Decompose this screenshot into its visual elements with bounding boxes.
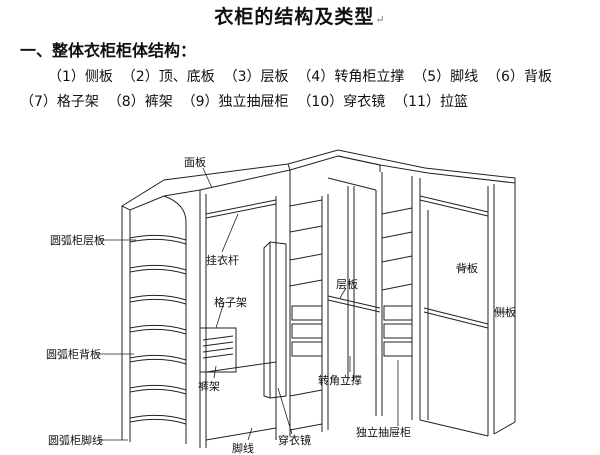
corner-right-side <box>375 172 383 416</box>
label-arc-shelf: 圆弧柜层板 <box>50 233 105 247</box>
arc-unit-front-edge <box>163 195 187 444</box>
label-shelf: 层板 <box>336 277 358 291</box>
drawer-2 <box>291 323 323 339</box>
leader-plinth <box>247 427 253 441</box>
middle-bottom-shelves <box>289 389 323 431</box>
corner-top-edges <box>327 155 381 191</box>
label-arc-back: 圆弧柜背板 <box>46 347 101 361</box>
right-shelves <box>381 207 413 291</box>
top-panel-edges <box>199 163 381 196</box>
label-plinth: 脚线 <box>232 441 254 455</box>
leader-pants-rack <box>213 365 217 379</box>
corner-shelf <box>327 295 381 313</box>
drawer-6 <box>383 341 413 357</box>
arc-unit-side <box>121 206 131 442</box>
leader-grid-rack <box>215 301 225 329</box>
label-back-panel: 背板 <box>456 261 478 275</box>
left-bottom-shelf <box>205 361 277 441</box>
pants-rack-frame <box>199 327 237 373</box>
label-mirror: 穿衣镜 <box>278 433 311 447</box>
drawer-5 <box>383 323 413 339</box>
parts-list-line-2: （7）格子架 （8）裤架 （9）独立抽屉柜 （10）穿衣镜 （11）拉篮 <box>20 94 468 110</box>
label-hanging-rod: 挂衣杆 <box>206 253 239 267</box>
document-title: 衣柜的结构及类型↵ <box>214 6 386 28</box>
left-hanging-rod <box>205 199 277 219</box>
return-mark-icon: ↵ <box>375 13 386 26</box>
label-drawer-cabinet: 独立抽屉柜 <box>356 425 411 439</box>
top-surface <box>120 149 516 211</box>
right-hanging-rod-top <box>419 195 489 217</box>
label-side-panel: 侧板 <box>494 305 516 319</box>
leader-mirror <box>277 387 293 435</box>
middle-section-side <box>275 170 291 440</box>
leader-shelf <box>339 287 347 299</box>
drawer-1 <box>291 305 323 321</box>
mirror-frame <box>263 241 287 399</box>
corner-post <box>347 186 355 380</box>
arc-shelves <box>129 234 187 425</box>
left-section-side <box>199 194 207 448</box>
right-section-side <box>411 176 421 420</box>
pants-rack-bars <box>202 335 234 359</box>
label-face-panel: 面板 <box>184 155 206 169</box>
right-hanging-rod-lower <box>423 307 489 329</box>
leader-face-panel <box>202 167 213 189</box>
parts-list-line-1: （1）侧板 （2）顶、底板 （3）层板 （4）转角柜立撑 （5）脚线 （6）背板 <box>48 69 552 85</box>
label-grid-rack: 格子架 <box>214 295 247 309</box>
corner-left-side <box>321 194 329 432</box>
middle-shelves <box>289 199 323 287</box>
right-side-panel <box>487 178 516 436</box>
label-arc-plinth: 圆弧柜脚线 <box>48 433 103 447</box>
right-base <box>419 419 516 437</box>
leader-hanging-rod <box>221 213 239 253</box>
label-pants-rack: 裤架 <box>198 379 220 393</box>
drawer-4 <box>383 305 413 321</box>
section-heading: 一、整体衣柜柜体结构： <box>20 41 197 60</box>
label-corner-post: 转角立撑 <box>318 373 362 387</box>
drawer-3 <box>291 341 323 357</box>
